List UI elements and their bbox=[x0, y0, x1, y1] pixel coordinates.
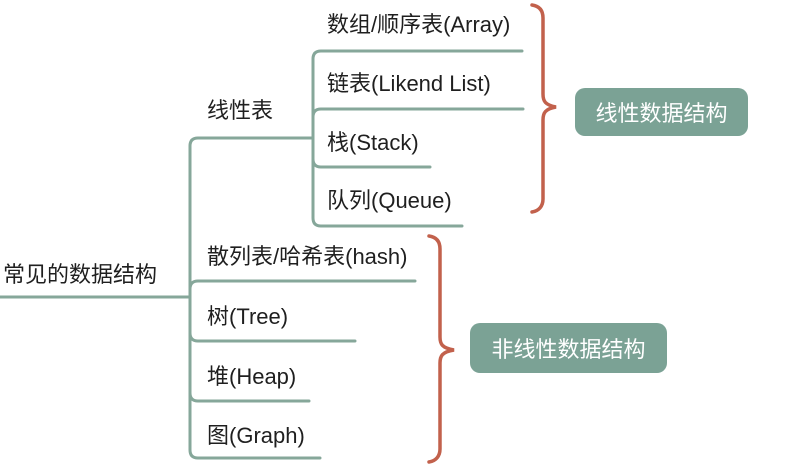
node-queue: 队列(Queue) bbox=[327, 188, 452, 213]
node-linear-list: 线性表 bbox=[207, 98, 274, 123]
node-heap: 堆(Heap) bbox=[207, 364, 297, 389]
connector-tree-underline bbox=[188, 331, 357, 343]
connector-child-spine bbox=[311, 49, 524, 228]
group-box-nonlinear: 非线性数据结构 bbox=[470, 323, 667, 373]
connector-stack-underline bbox=[311, 157, 432, 169]
node-stack: 栈(Stack) bbox=[327, 130, 419, 155]
node-linked-list: 链表(Likend List) bbox=[327, 71, 491, 96]
group-box-linear: 线性数据结构 bbox=[575, 88, 748, 136]
node-root: 常见的数据结构 bbox=[3, 262, 158, 287]
connector-hash-underline bbox=[188, 279, 417, 291]
node-graph: 图(Graph) bbox=[207, 423, 305, 448]
connector-main-spine bbox=[188, 136, 322, 460]
node-hash: 散列表/哈希表(hash) bbox=[207, 244, 408, 269]
brace-nonlinear-group bbox=[427, 234, 455, 464]
connector-linkedlist-underline bbox=[311, 107, 525, 119]
node-tree: 树(Tree) bbox=[207, 304, 289, 329]
connector-heap-underline bbox=[188, 391, 311, 403]
node-array: 数组/顺序表(Array) bbox=[327, 12, 511, 37]
brace-linear-group bbox=[530, 3, 557, 214]
